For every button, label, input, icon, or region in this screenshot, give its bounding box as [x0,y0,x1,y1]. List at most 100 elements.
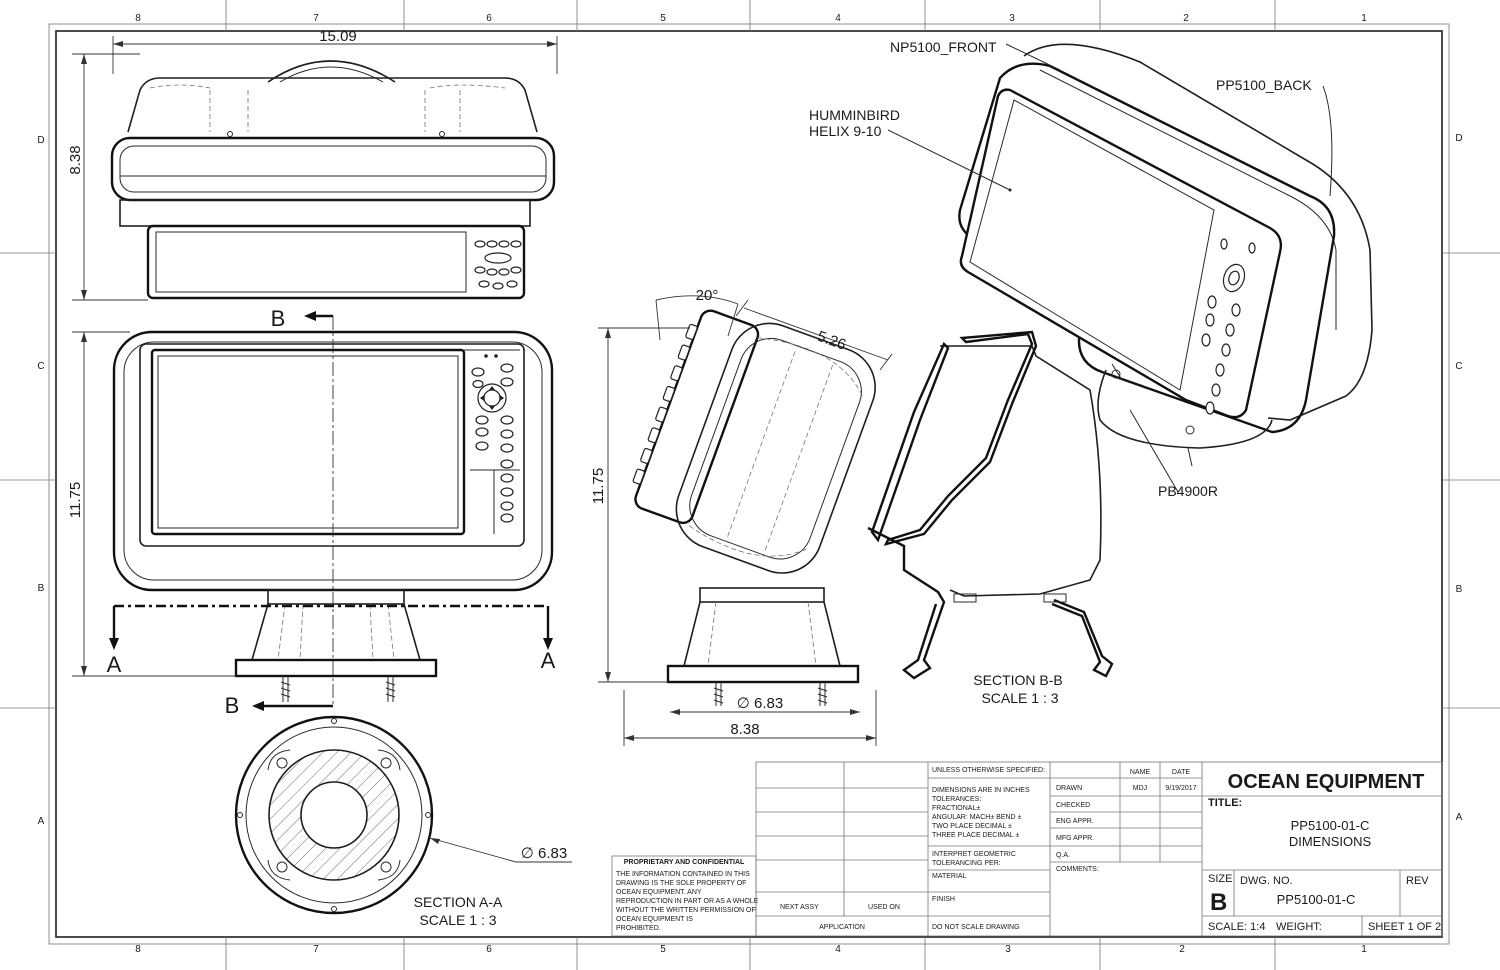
tb-eng-appr: ENG APPR. [1056,818,1094,825]
tb-dwg-no-label: DWG. NO. [1240,875,1293,887]
isometric-view: NP5100_FRONT PP5100_BACK HUMMINBIRD HELI… [809,39,1373,499]
front-view: B B A A 11.75 [67,306,556,718]
tb-checked: CHECKED [1056,802,1090,809]
side-diag-dim: 5.26 [815,328,848,354]
front-height-dim: 11.75 [67,482,84,518]
zone-row-right-d: D [1455,133,1462,144]
iso-label-unit-line1: HUMMINBIRD [809,107,900,123]
zone-col-top-8: 1 [1361,13,1367,24]
side-angle-dim: 20° [696,287,719,304]
tb-next-assy: NEXT ASSY [780,904,819,911]
zone-col-top-2: 7 [313,13,319,24]
zone-col-top-6: 3 [1009,13,1015,24]
section-a-marker-right: A [541,648,556,673]
zone-row-left-b: B [38,583,45,594]
tb-spec-4: ANGULAR: MACH± BEND ± [932,814,1022,821]
zone-col-bottom-7: 2 [1179,944,1185,955]
zone-col-top-5: 4 [835,13,841,24]
zone-col-top-7: 2 [1183,13,1189,24]
side-base-dia-dim: ∅ 6.83 [737,695,783,712]
proprietary-line-4: REPRODUCTION IN PART OR AS A WHOLE [616,898,759,905]
tb-weight: WEIGHT: [1276,921,1322,933]
zone-row-left-d: D [37,135,44,146]
zone-row-right-a: A [1456,812,1463,823]
zone-col-top-1: 8 [135,13,141,24]
zone-row-left-a: A [38,816,45,827]
tb-no-scale: DO NOT SCALE DRAWING [932,924,1020,931]
section-a-marker-left: A [107,652,122,677]
tb-title-line2: DIMENSIONS [1289,834,1372,849]
tb-used-on: USED ON [868,904,900,911]
tb-sheet: SHEET 1 OF 2 [1368,921,1441,933]
proprietary-line-2: DRAWING IS THE SOLE PROPERTY OF [616,880,746,887]
side-view: 11.75 ∅ 6.83 8.38 20° 5.26 [590,287,893,746]
zone-row-left-c: C [37,361,44,372]
top-view: 15.09 8.38 [67,28,558,301]
section-aa-view: ∅ 6.83 SECTION A-A SCALE 1 : 3 [234,715,572,928]
zone-labels: 8 7 6 5 4 3 2 1 8 7 6 5 4 3 2 1 D C B A … [37,13,1462,955]
tb-qa: Q.A. [1056,852,1070,859]
iso-buttons [1201,238,1256,415]
tb-spec-2: TOLERANCES: [932,796,981,803]
zone-col-bottom-1: 8 [135,944,141,955]
proprietary-line-3: OCEAN EQUIPMENT. ANY [616,889,702,896]
tb-size-value: B [1210,889,1227,916]
zone-col-bottom-5: 4 [835,944,841,955]
tb-finish: FINISH [932,896,955,903]
zone-col-bottom-8: 1 [1361,944,1367,955]
proprietary-line-1: THE INFORMATION CONTAINED IN THIS [616,871,750,878]
section-bb-title: SECTION B-B [973,672,1062,688]
tb-date-header: DATE [1172,769,1190,776]
section-aa-scale: SCALE 1 : 3 [419,912,496,928]
iso-label-back: PP5100_BACK [1216,77,1312,93]
tb-name-header: NAME [1130,769,1151,776]
zone-row-right-b: B [1456,584,1463,595]
zone-row-right-c: C [1455,361,1462,372]
section-b-marker-top: B [271,306,286,331]
tb-company: OCEAN EQUIPMENT [1228,771,1425,793]
tb-dwg-no-value: PP5100-01-C [1277,892,1356,907]
tb-application: APPLICATION [819,924,865,931]
tb-comments: COMMENTS: [1056,866,1099,873]
zone-col-bottom-6: 3 [1005,944,1011,955]
proprietary-line-6: OCEAN EQUIPMENT IS [616,916,693,923]
proprietary-line-5: WITHOUT THE WRITTEN PERMISSION OF [616,907,756,914]
section-aa-title: SECTION A-A [414,894,503,910]
tb-spec-6: THREE PLACE DECIMAL ± [932,832,1019,839]
zone-col-top-4: 5 [660,13,666,24]
zone-col-top-3: 6 [486,13,492,24]
section-bb-scale: SCALE 1 : 3 [981,690,1058,706]
section-bb-view: SECTION B-B SCALE 1 : 3 [867,330,1114,706]
iso-label-base: PB4900R [1158,483,1218,499]
tb-drawn-name: MDJ [1133,785,1147,792]
side-width-dim: 8.38 [730,721,759,738]
zone-col-bottom-3: 6 [486,944,492,955]
tb-spec-5: TWO PLACE DECIMAL ± [932,823,1012,830]
proprietary-heading: PROPRIETARY AND CONFIDENTIAL [624,859,745,866]
section-aa-dia-dim: ∅ 6.83 [521,845,567,862]
tb-unless: UNLESS OTHERWISE SPECIFIED: [932,767,1045,774]
section-b-marker-bottom: B [225,693,240,718]
zone-col-bottom-2: 7 [313,944,319,955]
tb-spec-3: FRACTIONAL± [932,805,980,812]
tb-rev-label: REV [1406,875,1429,887]
tb-spec-1: DIMENSIONS ARE IN INCHES [932,787,1030,794]
tb-drawn-date: 9/19/2017 [1165,785,1196,792]
proprietary-block: PROPRIETARY AND CONFIDENTIAL THE INFORMA… [611,855,759,937]
proprietary-line-7: PROHIBITED. [616,925,661,932]
top-width-dim: 15.09 [319,28,357,45]
tb-interp-1: INTERPRET GEOMETRIC [932,851,1016,858]
tb-drawn: DRAWN [1056,785,1082,792]
tb-scale: SCALE: 1:4 [1208,921,1265,933]
tb-interp-2: TOLERANCING PER: [932,860,1001,867]
title-block: UNLESS OTHERWISE SPECIFIED: NAME DATE DI… [755,761,1443,937]
side-height-dim: 11.75 [590,468,607,504]
tb-material: MATERIAL [932,873,967,880]
tb-title-line1: PP5100-01-C [1291,818,1370,833]
top-height-dim: 8.38 [67,145,84,174]
tb-size-label: SIZE [1208,873,1232,885]
iso-label-front: NP5100_FRONT [890,39,997,55]
tb-title-label: TITLE: [1208,797,1242,809]
